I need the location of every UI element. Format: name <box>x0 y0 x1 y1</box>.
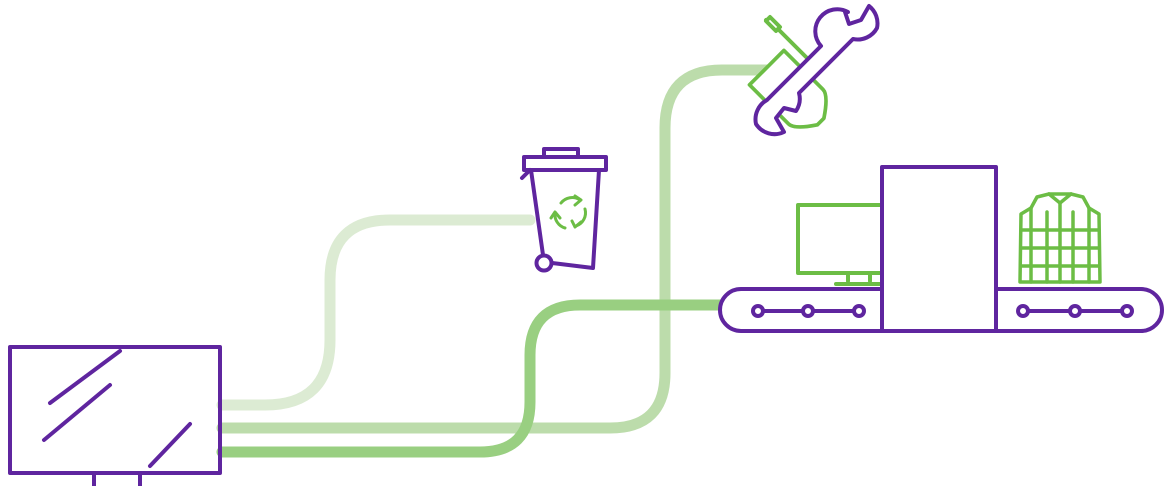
monitor-screen <box>10 347 220 473</box>
conveyor-scanner-icon <box>720 167 1162 331</box>
flow-path-repair <box>222 70 800 428</box>
flow-paths <box>222 70 800 452</box>
wrench-screwdriver-icon <box>749 6 877 134</box>
screen-glare-middle <box>44 385 110 440</box>
bin-body <box>531 170 599 268</box>
bin-wheel <box>537 256 552 271</box>
flow-path-recycling <box>222 220 530 405</box>
source-monitor-icon <box>10 347 220 486</box>
jacket-icon <box>1020 194 1100 282</box>
scanner-box <box>882 167 996 331</box>
conveyor-monitor-icon <box>798 205 884 284</box>
screen-glare-top <box>50 351 120 403</box>
recycling-bin-icon <box>522 149 606 271</box>
screen-glare-bottom <box>150 424 190 466</box>
